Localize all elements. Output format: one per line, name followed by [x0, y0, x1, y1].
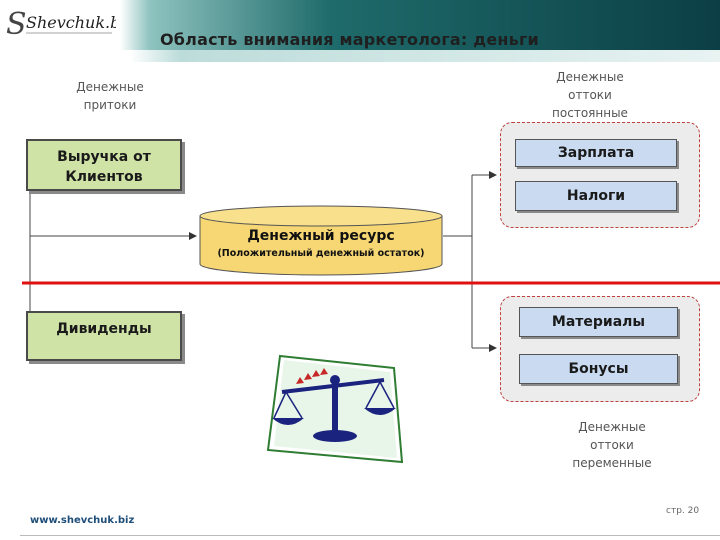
svg-text:S: S [6, 7, 27, 42]
header-bar [0, 0, 720, 50]
page-number: стр. 20 [666, 506, 700, 516]
footer-line [20, 535, 720, 536]
taxes-box: Налоги [515, 181, 677, 211]
logo: S Shevchuk.biz [4, 2, 134, 42]
dividends-box: Дивиденды [26, 311, 182, 361]
bonuses-box: Бонусы [519, 354, 678, 384]
page-title: Область внимания маркетолога: деньги [160, 30, 539, 49]
materials-box: Материалы [519, 307, 678, 337]
footer-site-link[interactable]: www.shevchuk.biz [30, 515, 135, 526]
fixed-outflows-group [500, 122, 700, 228]
salary-box: Зарплата [515, 139, 677, 167]
resource-title: Денежный ресурс [247, 228, 395, 244]
caption-inflows: Денежные притоки [76, 80, 144, 112]
scales-icon [262, 350, 412, 470]
resource-subtitle: (Положительный денежный остаток) [217, 248, 425, 259]
svg-text:Shevchuk.biz: Shevchuk.biz [26, 13, 116, 32]
money-resource-barrel: Денежный ресурс (Положительный денежный … [198, 204, 444, 278]
caption-outflows-variable: Денежные оттоки переменные [572, 420, 652, 470]
header-underline [0, 50, 720, 62]
revenue-box: Выручка от Клиентов [26, 139, 182, 191]
caption-outflows-fixed: Денежные оттоки постоянные [552, 70, 628, 120]
